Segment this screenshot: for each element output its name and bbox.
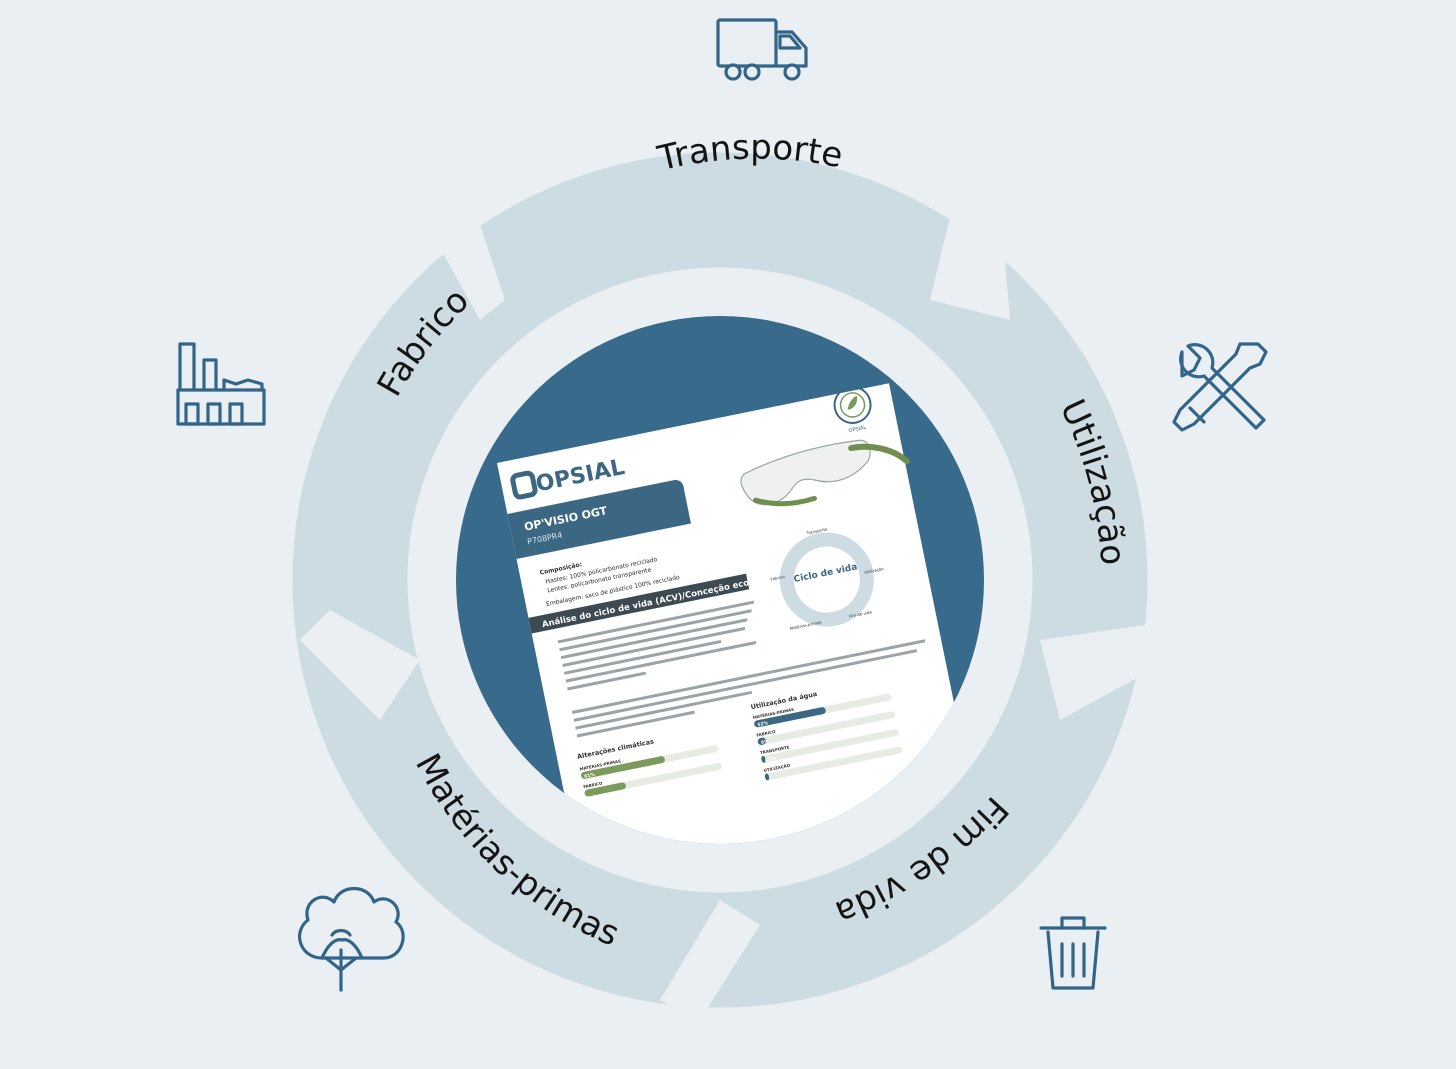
climate-bar-0 xyxy=(581,756,665,779)
section-header xyxy=(528,573,750,634)
climate-bar-1 xyxy=(584,782,626,797)
goggles-image xyxy=(740,439,910,507)
water-bar-3 xyxy=(764,773,770,781)
truck-icon xyxy=(716,18,808,81)
tools-icon xyxy=(1172,342,1268,432)
factory-icon xyxy=(176,342,266,426)
water-track-2 xyxy=(761,729,899,763)
mini-cycle-label-0: Transporte xyxy=(805,526,828,535)
eco-badge: OPSIAL xyxy=(833,385,872,434)
water-bar-0 xyxy=(754,707,826,728)
paragraph-lines xyxy=(557,600,926,738)
ring-arrow-separators xyxy=(300,175,1180,1020)
mini-cycle-label-2: Fim de vida xyxy=(849,609,873,619)
mini-cycle-label-1: Utilização xyxy=(864,566,885,575)
trash-bin-icon xyxy=(1039,916,1107,990)
water-label-1: FABRICO xyxy=(756,729,777,738)
water-value-1: 6% xyxy=(761,738,770,746)
mini-cycle-label-3: Matérias-primas xyxy=(789,620,822,631)
water-bar-1 xyxy=(757,737,767,745)
water-track-1 xyxy=(757,711,896,745)
water-value-2: <1% xyxy=(764,755,777,763)
water-label-2: TRANSPORTE xyxy=(760,744,790,755)
product-banner xyxy=(507,479,691,560)
cotton-plant-icon xyxy=(298,887,405,992)
mini-cycle-label-4: Fabrico xyxy=(770,574,786,582)
water-bar-2 xyxy=(761,755,766,763)
water-track-3 xyxy=(764,746,903,781)
datasheet-preview: OPSIAL OP'VISIO OGT P708PR4 OPSIAL Compo… xyxy=(497,383,981,844)
mini-cycle-diagram: Ciclo de vida Transporte Utilização Fim … xyxy=(770,526,885,631)
water-value-0: 52% xyxy=(757,720,769,728)
climate-value-0: 61% xyxy=(584,772,596,780)
badge-text: OPSIAL xyxy=(848,425,867,434)
climate-label-1: FABRICO xyxy=(583,780,604,789)
water-bars: MATÉRIAS-PRIMAS52%FABRICO6%TRANSPORTE<1%… xyxy=(752,693,903,781)
water-label-3: UTILIZAÇÃO xyxy=(763,763,791,773)
